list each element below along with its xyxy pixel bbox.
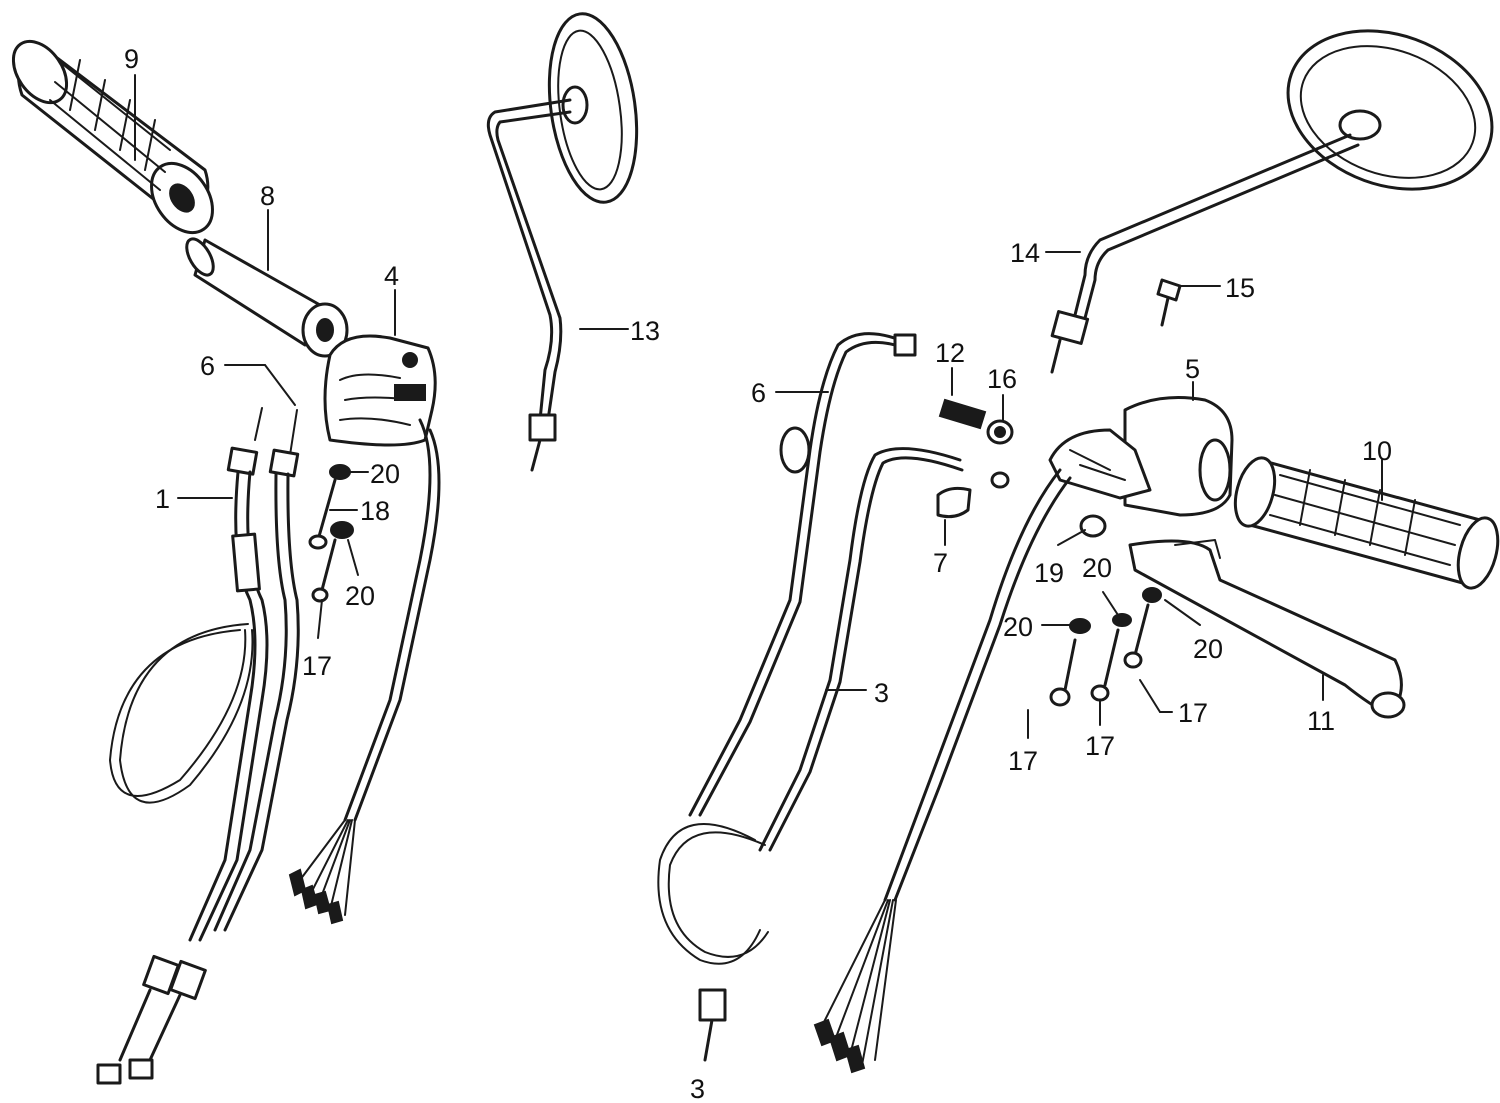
left-mirror	[486, 12, 639, 472]
callout-15: 15	[1225, 273, 1255, 303]
callout-5: 5	[1185, 354, 1200, 384]
screw-15	[1156, 278, 1182, 327]
cable-adjuster	[936, 486, 972, 519]
callout-8: 8	[260, 181, 275, 211]
callout-1: 1	[155, 484, 170, 514]
right-grip	[1233, 456, 1500, 590]
callout-labels: 9 8 4 6 1 13 20 18 20 17 14 15 12 16 5 6…	[124, 44, 1392, 1103]
left-grip	[11, 39, 214, 235]
throttle-sleeve	[185, 237, 349, 358]
brake-lever	[1128, 539, 1406, 719]
callout-6: 6	[751, 378, 766, 408]
callout-20d: 20	[1003, 612, 1033, 642]
pivot-bolt	[938, 398, 1014, 445]
callout-9: 9	[124, 44, 139, 74]
callout-14: 14	[1010, 238, 1040, 268]
callout-20c: 20	[1082, 553, 1112, 583]
left-switch-harness	[288, 418, 441, 925]
callout-20b: 20	[345, 581, 375, 611]
callout-10: 10	[1362, 436, 1392, 466]
callout-19: 19	[1034, 558, 1064, 588]
right-fasteners	[1049, 514, 1162, 707]
callout-17d: 17	[1008, 746, 1038, 776]
cable-6	[688, 332, 917, 817]
callout-13: 13	[630, 316, 660, 346]
callout-17c: 17	[1085, 731, 1115, 761]
callout-17b: 17	[1178, 698, 1208, 728]
right-switch-housing	[1048, 396, 1234, 517]
left-fasteners	[308, 464, 354, 603]
callout-11: 11	[1307, 706, 1335, 736]
callout-20a: 20	[370, 459, 400, 489]
callout-3b: 3	[690, 1074, 705, 1103]
right-mirror	[1050, 29, 1494, 374]
callout-16: 16	[987, 364, 1017, 394]
right-switch-harness	[813, 468, 1072, 1074]
callout-7: 7	[933, 548, 948, 578]
cable-3	[657, 447, 1010, 1062]
callout-2: 6	[200, 351, 215, 381]
leader-lines	[134, 74, 1383, 739]
callout-20e: 20	[1193, 634, 1223, 664]
left-switch-housing	[323, 334, 437, 447]
callout-12: 12	[935, 338, 965, 368]
throttle-cables	[96, 407, 300, 1085]
callout-4: 4	[384, 261, 399, 291]
callout-3: 3	[874, 678, 889, 708]
callout-17a: 17	[302, 651, 332, 681]
callout-18: 18	[360, 496, 390, 526]
